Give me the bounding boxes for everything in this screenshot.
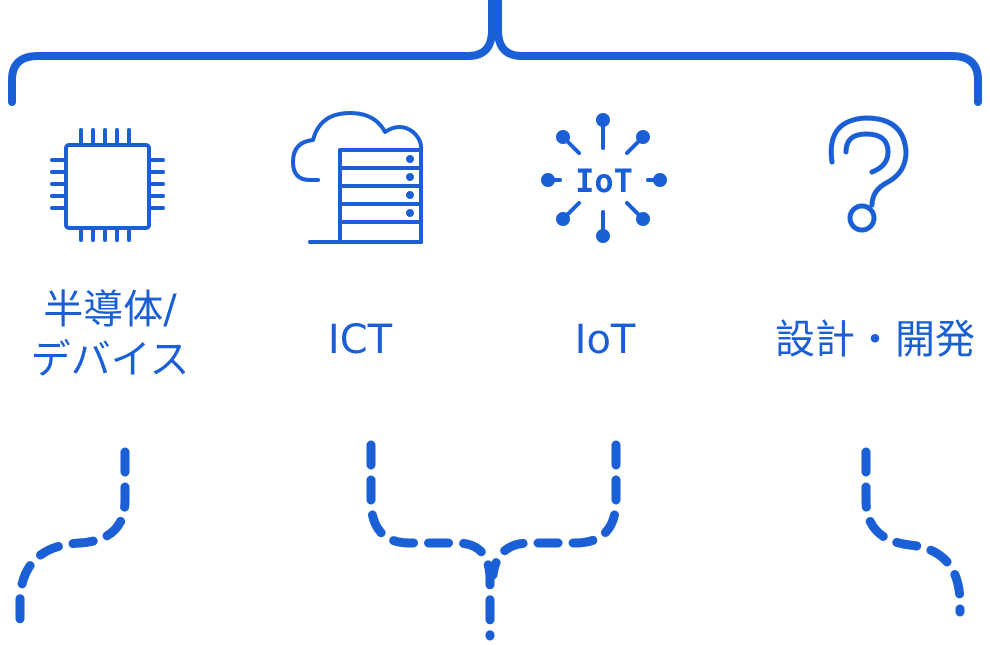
connector-semiconductor xyxy=(15,447,130,633)
svg-text:IoT: IoT xyxy=(575,162,633,200)
label-line: デバイス xyxy=(30,337,190,383)
connector-ict-iot xyxy=(366,440,495,641)
label-line: ICT xyxy=(327,317,393,363)
connector-lines xyxy=(15,440,965,641)
label-line: 設計・開発 xyxy=(775,317,975,363)
chip-icon xyxy=(50,128,165,242)
label-line: 半導体/ xyxy=(43,287,177,333)
connector-design xyxy=(861,447,965,617)
cloud-server-icon xyxy=(291,111,424,244)
connector-iot xyxy=(488,440,621,580)
label-line: IoT xyxy=(574,317,636,363)
label-design-development: 設計・開発 xyxy=(760,315,990,365)
top-bracket xyxy=(8,0,982,106)
label-iot: IoT xyxy=(505,315,705,365)
iot-network-icon: IoT xyxy=(541,113,667,243)
label-ict: ICT xyxy=(260,315,460,365)
label-semiconductor-device: 半導体/ デバイス xyxy=(10,285,210,385)
question-icon xyxy=(828,115,909,233)
